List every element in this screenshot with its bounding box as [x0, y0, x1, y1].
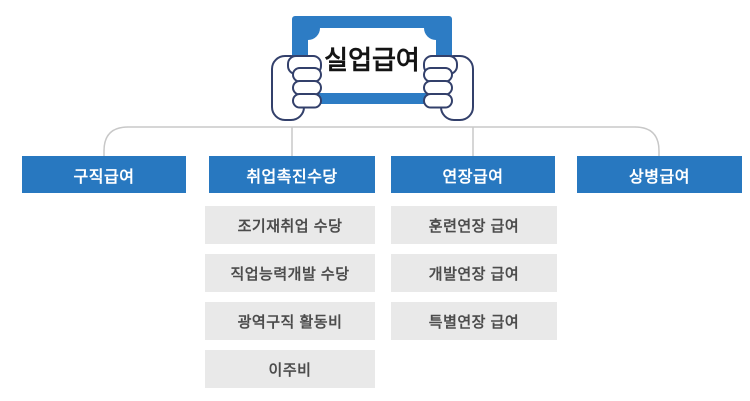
item-special-extension-benefit: 특별연장 급여: [391, 302, 557, 340]
header-employment-promotion-allowance: 취업촉진수당: [209, 156, 375, 193]
connector-lines: [103, 126, 660, 156]
item-moving-expenses: 이주비: [205, 350, 375, 388]
item-development-extension-benefit: 개발연장 급여: [391, 254, 557, 292]
header-job-seeking-benefit: 구직급여: [22, 156, 186, 193]
item-training-extension-benefit: 훈련연장 급여: [391, 206, 557, 244]
header-sickness-benefit: 상병급여: [577, 156, 742, 193]
header-extended-benefit: 연장급여: [391, 156, 555, 193]
banner-panel: [308, 28, 436, 93]
item-early-reemployment-allowance: 조기재취업 수당: [205, 206, 375, 244]
left-hand-illustration: [271, 55, 322, 121]
item-vocational-ability-development-allowance: 직업능력개발 수당: [205, 254, 375, 292]
banner-corner-notch: [424, 28, 436, 40]
banner-corner-notch: [308, 28, 320, 40]
item-wide-area-job-seeking-activity-cost: 광역구직 활동비: [205, 302, 375, 340]
banner-sign: [292, 16, 452, 104]
banner-title: 실업급여: [324, 45, 420, 75]
